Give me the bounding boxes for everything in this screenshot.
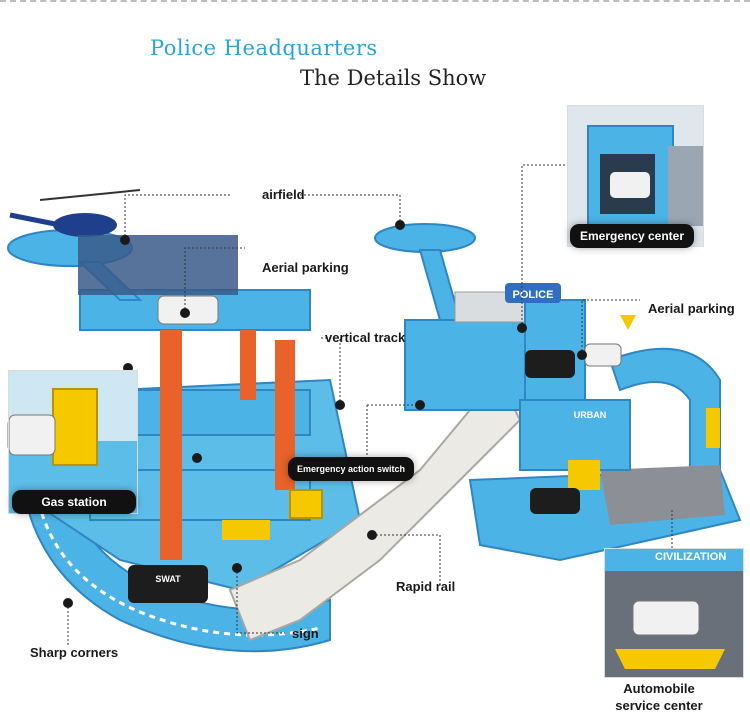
helipad-right-pole <box>418 249 462 321</box>
inset-automobile-service-center: CIVILIZATION <box>604 548 744 678</box>
urban-text: URBAN <box>574 410 607 420</box>
top-dashed-border <box>0 0 750 4</box>
label-rapid-rail: Rapid rail <box>396 579 456 594</box>
label-vertical-track: vertical track <box>325 330 406 345</box>
label-sharp-corners: Sharp corners <box>30 645 119 660</box>
marker-dot-gas-station <box>123 363 133 373</box>
police-sign-board <box>505 283 561 303</box>
page-subtitle: The Details Show <box>300 66 487 90</box>
label-aerial-parking-left: Aerial parking <box>262 260 349 275</box>
leader-airfield-right <box>300 194 401 225</box>
marker-dot-emergency-center <box>517 323 527 333</box>
white-car-right <box>584 343 622 367</box>
police-helicopter <box>9 189 141 237</box>
label-airfield: airfield <box>262 187 305 202</box>
warning-sign <box>620 315 636 330</box>
leader-aerial-parking-right <box>581 299 640 355</box>
inset-emergency-center-art <box>568 106 703 246</box>
traffic-sign <box>289 489 323 519</box>
marker-dot-airfield <box>120 235 130 245</box>
black-car-aerial <box>525 350 575 378</box>
orange-pillar-3 <box>240 330 256 400</box>
label-emergency-action-switch: Emergency action switch <box>288 457 414 481</box>
right-base-grey <box>600 465 725 525</box>
marker-dot-tower-level <box>192 453 202 463</box>
marker-dot-aerial-parking-left <box>180 308 190 318</box>
marker-dot-sign <box>232 563 242 573</box>
inset-service-center-art <box>605 549 743 677</box>
marker-dot-vertical-track <box>335 400 345 410</box>
inset-gas-station-art <box>9 371 137 513</box>
label-sign: sign <box>292 626 319 641</box>
police-building <box>404 319 526 411</box>
leader-sign <box>236 568 285 634</box>
civilization-text: CIVILIZATION <box>655 551 727 563</box>
page-title: Police Headquarters <box>150 36 378 60</box>
marker-dot-sharp-corners <box>63 598 73 608</box>
leader-aerial-parking-left <box>184 247 245 313</box>
leader-rapid-rail <box>372 534 441 585</box>
barrier-sign <box>222 520 270 540</box>
inset-emergency-center <box>567 105 704 247</box>
leader-vertical-track <box>320 337 341 405</box>
base-track-left <box>18 418 331 653</box>
swat-truck <box>128 565 208 603</box>
orange-pillar-1 <box>160 330 182 560</box>
orange-pillar-2 <box>275 340 295 490</box>
marker-dot-rapid-rail <box>367 530 377 540</box>
helipad-right <box>374 223 476 253</box>
marker-dot-emergency-switch <box>415 400 425 410</box>
yellow-ramp <box>568 460 600 490</box>
black-car-right <box>530 488 580 514</box>
label-emergency-center: Emergency center <box>570 224 694 248</box>
label-gas-station: Gas station <box>12 490 136 514</box>
police-sign-text: POLICE <box>513 289 554 301</box>
leader-airfield <box>124 194 230 240</box>
swat-text: SWAT <box>155 574 181 584</box>
label-automobile-service-center: Automobile service center <box>615 681 703 713</box>
traffic-light <box>706 408 720 448</box>
garage-block <box>519 399 631 471</box>
marker-dot-airfield-right <box>395 220 405 230</box>
label-aerial-parking-right: Aerial parking <box>648 301 735 316</box>
backdrop-poster <box>78 235 238 295</box>
marker-dot-aerial-parking-right <box>577 350 587 360</box>
